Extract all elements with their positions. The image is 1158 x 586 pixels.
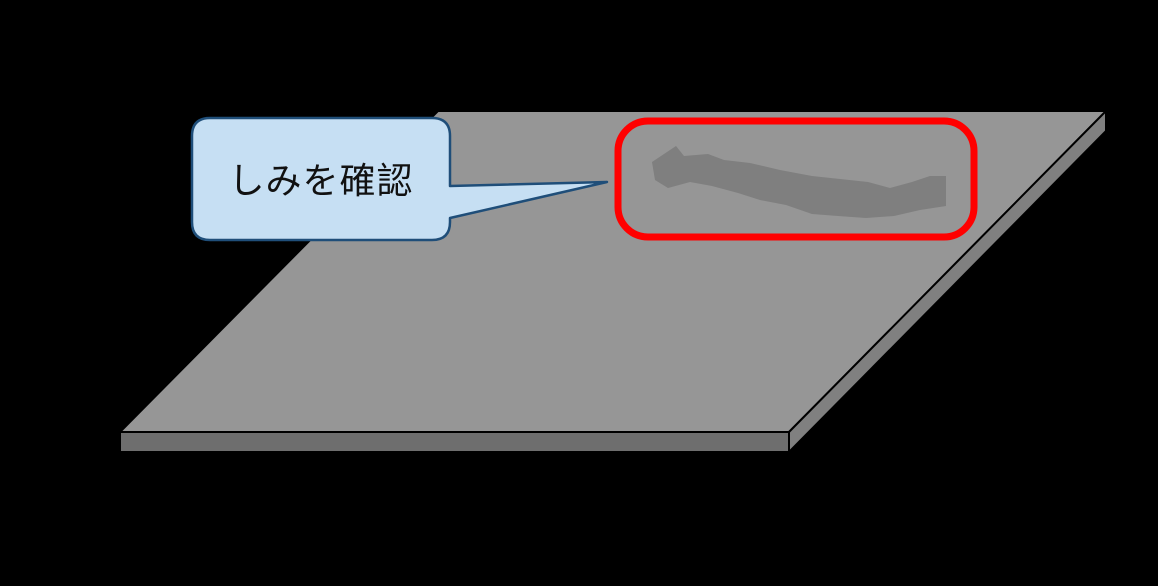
callout-label: しみを確認 [228,161,414,202]
highlight-ring-icon [614,117,978,241]
plate-front-edge [119,431,790,453]
plate-side-edge [788,108,1107,455]
stain-icon [652,146,946,218]
speech-callout-icon [190,116,609,242]
